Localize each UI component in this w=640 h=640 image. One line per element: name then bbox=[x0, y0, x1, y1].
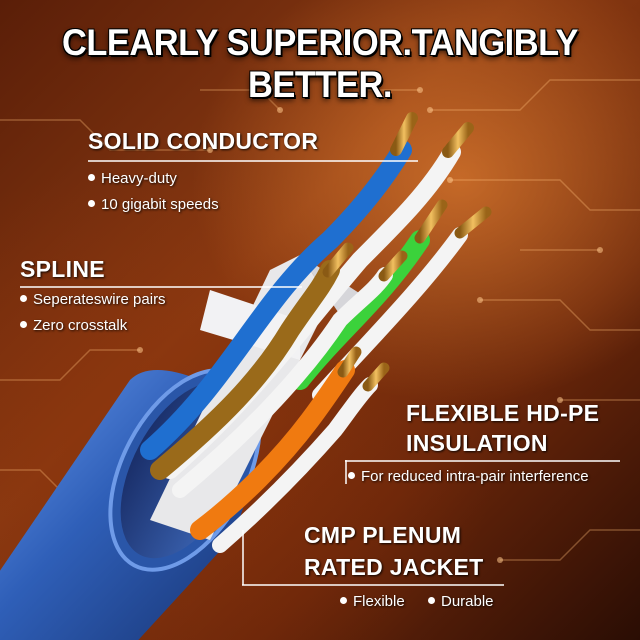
jacket-leader-line bbox=[242, 584, 504, 586]
insulation-bullet: For reduced intra-pair interference bbox=[348, 468, 589, 485]
bullet-dot-icon bbox=[428, 597, 435, 604]
spline-title: SPLINE bbox=[20, 256, 105, 282]
insulation-leader-line bbox=[345, 460, 620, 462]
insulation-title-line1: FLEXIBLE HD-PE bbox=[406, 400, 600, 426]
jacket-bullet: Durable bbox=[428, 593, 494, 610]
brown-wire-pair bbox=[150, 242, 408, 498]
spline-bullet: Zero crosstalk bbox=[20, 317, 127, 334]
solid-conductor-leader-line bbox=[88, 160, 418, 162]
bullet-dot-icon bbox=[88, 200, 95, 207]
insulation-leader-line-vertical bbox=[345, 460, 347, 484]
bullet-dot-icon bbox=[20, 321, 27, 328]
bullet-text: Seperateswire pairs bbox=[33, 291, 166, 308]
orange-wire-pair bbox=[190, 346, 390, 553]
bullet-text: 10 gigabit speeds bbox=[101, 196, 219, 213]
jacket-bullet: Flexible bbox=[340, 593, 405, 610]
jacket-leader-line-vertical bbox=[242, 530, 244, 585]
bullet-dot-icon bbox=[20, 295, 27, 302]
bullet-dot-icon bbox=[340, 597, 347, 604]
jacket-title-line1: CMP PLENUM bbox=[304, 522, 462, 548]
bullet-dot-icon bbox=[348, 472, 355, 479]
bullet-dot-icon bbox=[88, 174, 95, 181]
bullet-text: Zero crosstalk bbox=[33, 317, 128, 334]
bullet-text: Flexible bbox=[353, 593, 405, 610]
bullet-text: Durable bbox=[441, 593, 494, 610]
spline-bullet: Seperateswire pairs bbox=[20, 291, 166, 308]
solid-conductor-title: SOLID CONDUCTOR bbox=[88, 128, 319, 154]
solid-conductor-bullet: Heavy-duty bbox=[88, 170, 177, 187]
jacket-title-line2: RATED JACKET bbox=[304, 554, 484, 580]
bullet-text: Heavy-duty bbox=[101, 170, 177, 187]
solid-conductor-bullet: 10 gigabit speeds bbox=[88, 196, 219, 213]
headline: CLEARLY SUPERIOR.TANGIBLY BETTER. bbox=[61, 22, 579, 105]
spline-leader-line bbox=[20, 286, 302, 288]
insulation-title-line2: INSULATION bbox=[406, 430, 548, 456]
bullet-text: For reduced intra-pair interference bbox=[361, 468, 589, 485]
